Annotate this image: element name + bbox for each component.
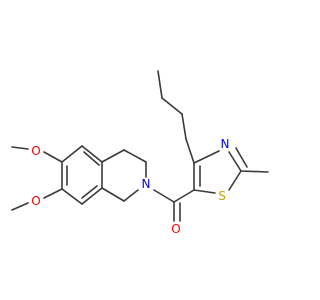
nitrogen-thiazole-label: N [221, 137, 230, 151]
bond [43, 188, 63, 199]
bond [161, 97, 183, 115]
bond [240, 170, 269, 173]
bond [123, 149, 147, 163]
atom-labels: O O N O N S [31, 137, 229, 236]
sulfur-thiazole-label: S [218, 189, 226, 203]
bond [123, 189, 139, 202]
bond [81, 145, 103, 163]
bonds [11, 70, 269, 222]
bond [185, 138, 195, 164]
chemical-structure: O O N O N S [11, 70, 269, 236]
bond [101, 187, 125, 202]
bond [81, 185, 98, 199]
bond [43, 151, 63, 163]
bond [61, 145, 83, 163]
oxygen-methoxy-top-label: O [31, 144, 40, 158]
oxygen-carbonyl-label: O [171, 222, 180, 236]
bond [235, 147, 248, 168]
nitrogen-ring-label: N [142, 177, 151, 191]
bond [61, 188, 83, 205]
bond [101, 149, 125, 163]
bond [173, 189, 195, 203]
bond [193, 150, 220, 164]
bond [83, 151, 100, 166]
bond [153, 189, 175, 203]
bond [11, 202, 29, 211]
bond [193, 189, 216, 194]
bond [181, 113, 187, 140]
bond [157, 70, 163, 99]
oxygen-methoxy-bottom-label: O [31, 194, 40, 208]
bond [81, 187, 103, 205]
bond [228, 151, 242, 172]
bond [228, 170, 242, 191]
bond [11, 146, 29, 150]
